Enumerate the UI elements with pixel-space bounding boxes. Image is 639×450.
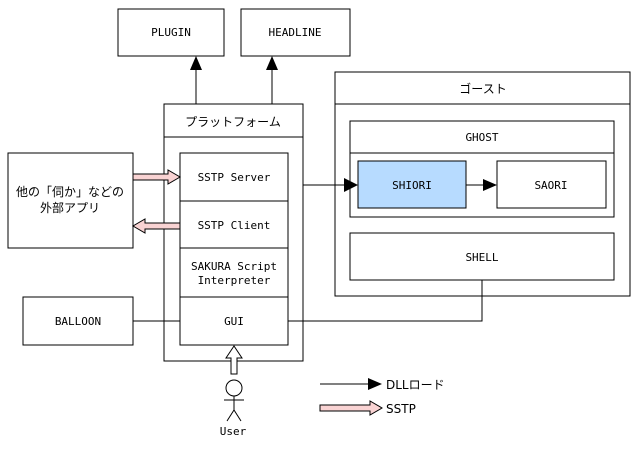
- saori-box: [496, 160, 607, 209]
- legend-dll-label: DLLロード: [386, 378, 445, 392]
- gui-shell-connector: [288, 280, 483, 322]
- ghost-outer-label: ゴースト: [459, 81, 506, 96]
- shiori-to-saori-arrowhead: [483, 179, 497, 191]
- external-app-box: [7, 152, 134, 249]
- gui-label: GUI: [224, 315, 244, 328]
- plugin-box: [117, 8, 225, 57]
- legend-dll-arrowhead: [368, 378, 382, 390]
- sstp-client-label: SSTP Client: [198, 219, 271, 232]
- external-app-label-line1: 他の「伺か」などの: [16, 185, 124, 199]
- balloon-box: [22, 296, 134, 346]
- platform-to-plugin-arrowhead: [190, 56, 202, 70]
- platform-inner-stack: [179, 152, 289, 346]
- user-label: User: [220, 425, 247, 438]
- sstp-server-to-shiori-arrowhead: [344, 178, 358, 192]
- shiori-box: [357, 160, 467, 209]
- sstp-server-label: SSTP Server: [198, 171, 271, 184]
- platform-label: プラットフォーム: [185, 115, 281, 129]
- sakura-script-label-line2: Interpreter: [198, 274, 271, 287]
- ghost-label: GHOST: [465, 131, 498, 144]
- external-app-label-line2: 外部アプリ: [40, 200, 100, 215]
- user-icon: [224, 379, 244, 422]
- user-to-gui-arrow: [225, 345, 243, 375]
- headline-label: HEADLINE: [269, 26, 322, 39]
- shell-label: SHELL: [465, 251, 498, 264]
- sakura-script-label-line1: SAKURA Script: [191, 260, 277, 273]
- saori-label: SAORI: [534, 179, 567, 192]
- platform-to-headline-arrowhead: [266, 56, 278, 70]
- plugin-label: PLUGIN: [151, 26, 191, 39]
- sstp-external-to-server-arrow: [132, 169, 181, 185]
- shiori-label: SHIORI: [392, 179, 432, 192]
- balloon-label: BALLOON: [55, 315, 101, 328]
- legend-sstp-arrow: [319, 400, 383, 416]
- sstp-client-to-external-arrow: [132, 218, 181, 234]
- legend-sstp-label: SSTP: [386, 402, 416, 416]
- headline-box: [240, 8, 351, 57]
